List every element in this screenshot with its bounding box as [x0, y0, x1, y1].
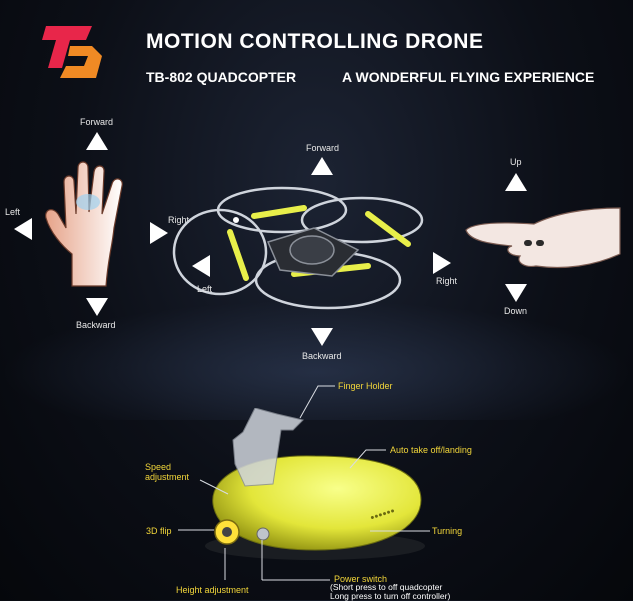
hand-forward-label: Forward	[80, 117, 114, 127]
drone-illustration	[170, 180, 440, 320]
forward-arrow-icon	[86, 132, 108, 150]
drone-forward-arrow-icon	[311, 157, 333, 175]
open-hand-illustration	[42, 158, 142, 288]
up-arrow-icon	[505, 173, 527, 191]
brand-logo	[40, 22, 104, 82]
hand-right-label: Right	[168, 215, 190, 225]
power-switch-label: Power switch	[334, 574, 388, 584]
page-title: MOTION CONTROLLING DRONE	[146, 30, 484, 53]
hand-backward-label: Backward	[76, 320, 116, 330]
drone-left-arrow-icon	[192, 255, 210, 277]
drone-right-label: Right	[436, 276, 458, 286]
drone-right-arrow-icon	[433, 252, 451, 274]
tagline-subtitle: A WONDERFUL FLYING EXPERIENCE	[342, 69, 595, 85]
finger-holder-label: Finger Holder	[338, 381, 393, 391]
drone-backward-arrow-icon	[311, 328, 333, 346]
turning-label: Turning	[432, 526, 463, 536]
model-subtitle: TB-802 QUADCOPTER	[146, 69, 297, 85]
power-note-line2: Long press to turn off controller)	[330, 591, 451, 601]
power-note-line1: (Short press to off quadcopter	[330, 582, 443, 592]
controller-illustration: ●●●●●●	[185, 408, 435, 568]
speed-adjustment-label: Speed adjustment	[145, 462, 190, 482]
flip-label: 3D flip	[146, 526, 172, 536]
auto-takeoff-label: Auto take off/landing	[390, 445, 472, 455]
left-arrow-icon	[14, 218, 32, 240]
height-adjustment-label: Height adjustment	[176, 585, 249, 595]
down-arrow-icon	[505, 284, 527, 302]
right-arrow-icon	[150, 222, 168, 244]
drone-left-label: Left	[197, 284, 213, 294]
hand-left-label: Left	[5, 207, 21, 217]
drone-backward-label: Backward	[302, 351, 342, 361]
backward-arrow-icon	[86, 298, 108, 316]
up-label: Up	[510, 157, 522, 167]
pointing-hand-illustration	[464, 200, 622, 272]
drone-forward-label: Forward	[306, 143, 340, 153]
background-glow	[0, 300, 633, 420]
down-label: Down	[504, 306, 528, 316]
